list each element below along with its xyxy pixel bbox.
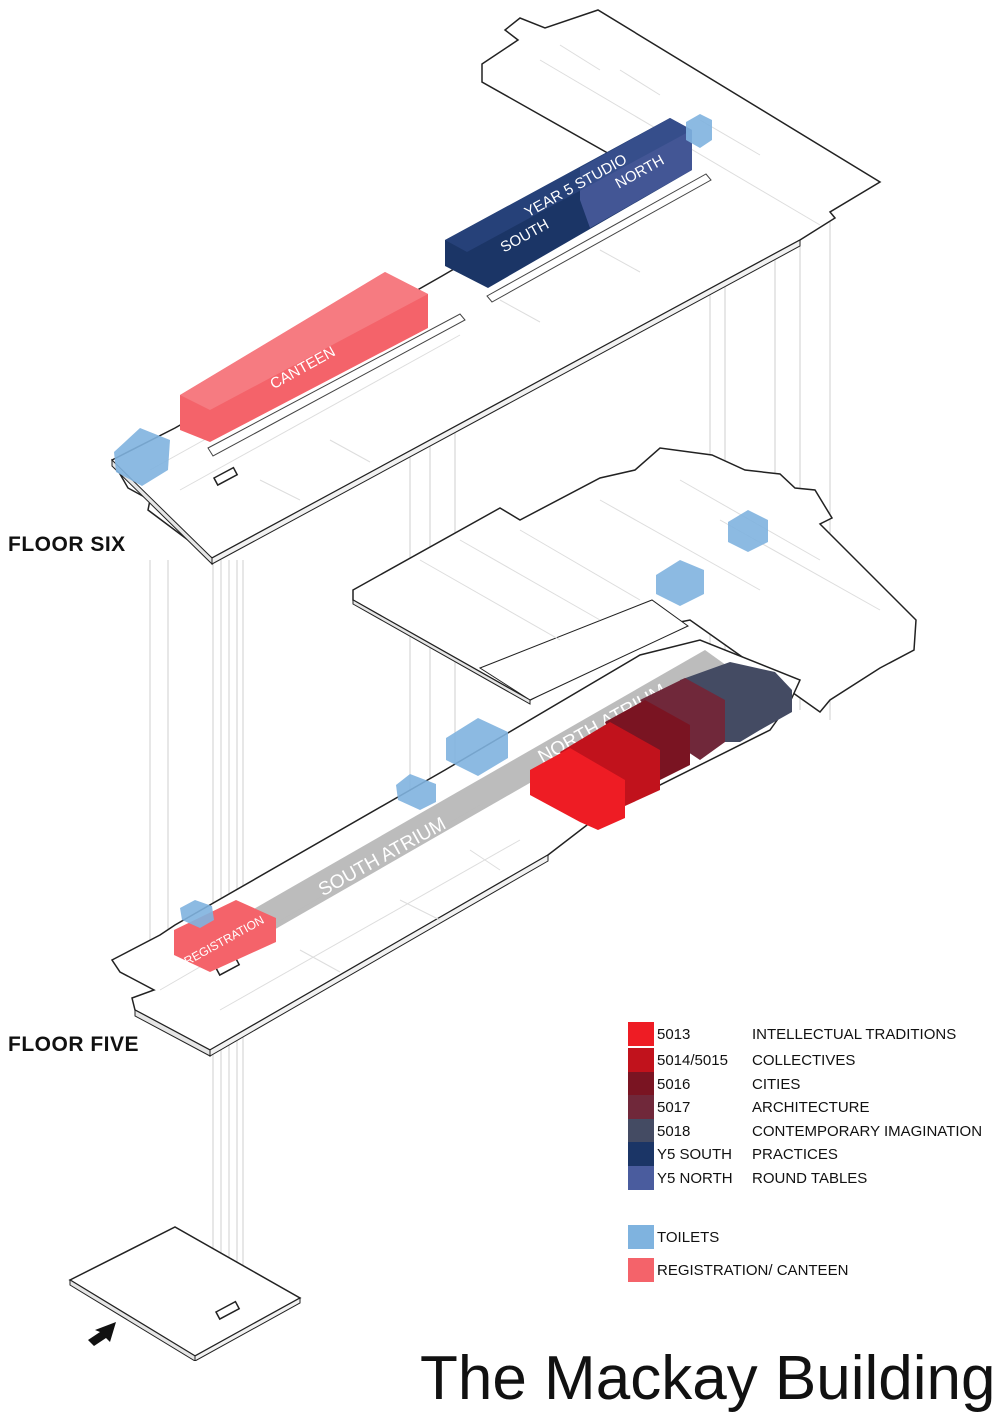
legend-item-5013: 5013 INTELLECTUAL TRADITIONS (628, 1022, 998, 1046)
legend-item-5014-5015: 5014/5015 COLLECTIVES (628, 1048, 998, 1072)
legend-name: INTELLECTUAL TRADITIONS (752, 1026, 957, 1043)
legend-name: CONTEMPORARY IMAGINATION (752, 1123, 983, 1140)
floor-five-toilets (180, 718, 508, 928)
legend-extra-label: TOILETS (657, 1229, 720, 1246)
floor-five-toilet-d (728, 510, 768, 552)
building-title: The Mackay Building (420, 1344, 996, 1413)
legend-name: COLLECTIVES (752, 1052, 856, 1069)
legend-swatch (628, 1166, 654, 1190)
room-5013 (530, 748, 625, 830)
legend-swatch (628, 1142, 654, 1166)
floor-five-upper-wing (352, 447, 917, 714)
legend-item-5017: 5017 ARCHITECTURE (628, 1095, 998, 1119)
legend-code: 5013 (657, 1026, 691, 1043)
legend-code: 5018 (657, 1123, 691, 1140)
entrance-arrow-icon (88, 1322, 116, 1346)
legend-code: Y5 SOUTH (657, 1146, 733, 1163)
room-5017 (640, 678, 725, 760)
legend-swatch (628, 1072, 654, 1096)
legend-code: 5014/5015 (657, 1052, 728, 1069)
legend-code: 5017 (657, 1099, 691, 1116)
legend-swatch (628, 1258, 654, 1282)
floor-five-toilet-c (656, 560, 704, 606)
legend-code: 5016 (657, 1076, 691, 1093)
seminar-rooms (530, 662, 792, 830)
legend-swatch (628, 1225, 654, 1249)
legend-item-y5-south: Y5 SOUTH PRACTICES (628, 1142, 998, 1166)
legend-item-registration-canteen: REGISTRATION/ CANTEEN (628, 1258, 998, 1282)
legend-item-toilets: TOILETS (628, 1225, 998, 1249)
legend-name: ROUND TABLES (752, 1170, 868, 1187)
floor-six-label: FLOOR SIX (8, 533, 126, 556)
legend-item-5016: 5016 CITIES (628, 1072, 998, 1096)
legend-item-y5-north: Y5 NORTH ROUND TABLES (628, 1166, 998, 1190)
legend-swatch (628, 1022, 654, 1046)
legend-swatch (628, 1048, 654, 1072)
legend-code: Y5 NORTH (657, 1170, 733, 1187)
ground-slab (68, 1226, 302, 1361)
floor-six-toilets (114, 114, 712, 486)
exploded-floor-plan-diagram: CANTEEN YEAR 5 STUDIO SOUTH NORTH (68, 9, 917, 1361)
legend-name: PRACTICES (752, 1146, 838, 1163)
legend-name: CITIES (752, 1076, 801, 1093)
floor-five-label: FLOOR FIVE (8, 1033, 139, 1056)
legend-swatch (628, 1119, 654, 1143)
legend-item-5018: 5018 CONTEMPORARY IMAGINATION (628, 1119, 998, 1143)
legend-extra-label: REGISTRATION/ CANTEEN (657, 1262, 849, 1279)
legend-name: ARCHITECTURE (752, 1099, 870, 1116)
legend-swatch (628, 1095, 654, 1119)
canteen-block: CANTEEN (180, 272, 428, 442)
